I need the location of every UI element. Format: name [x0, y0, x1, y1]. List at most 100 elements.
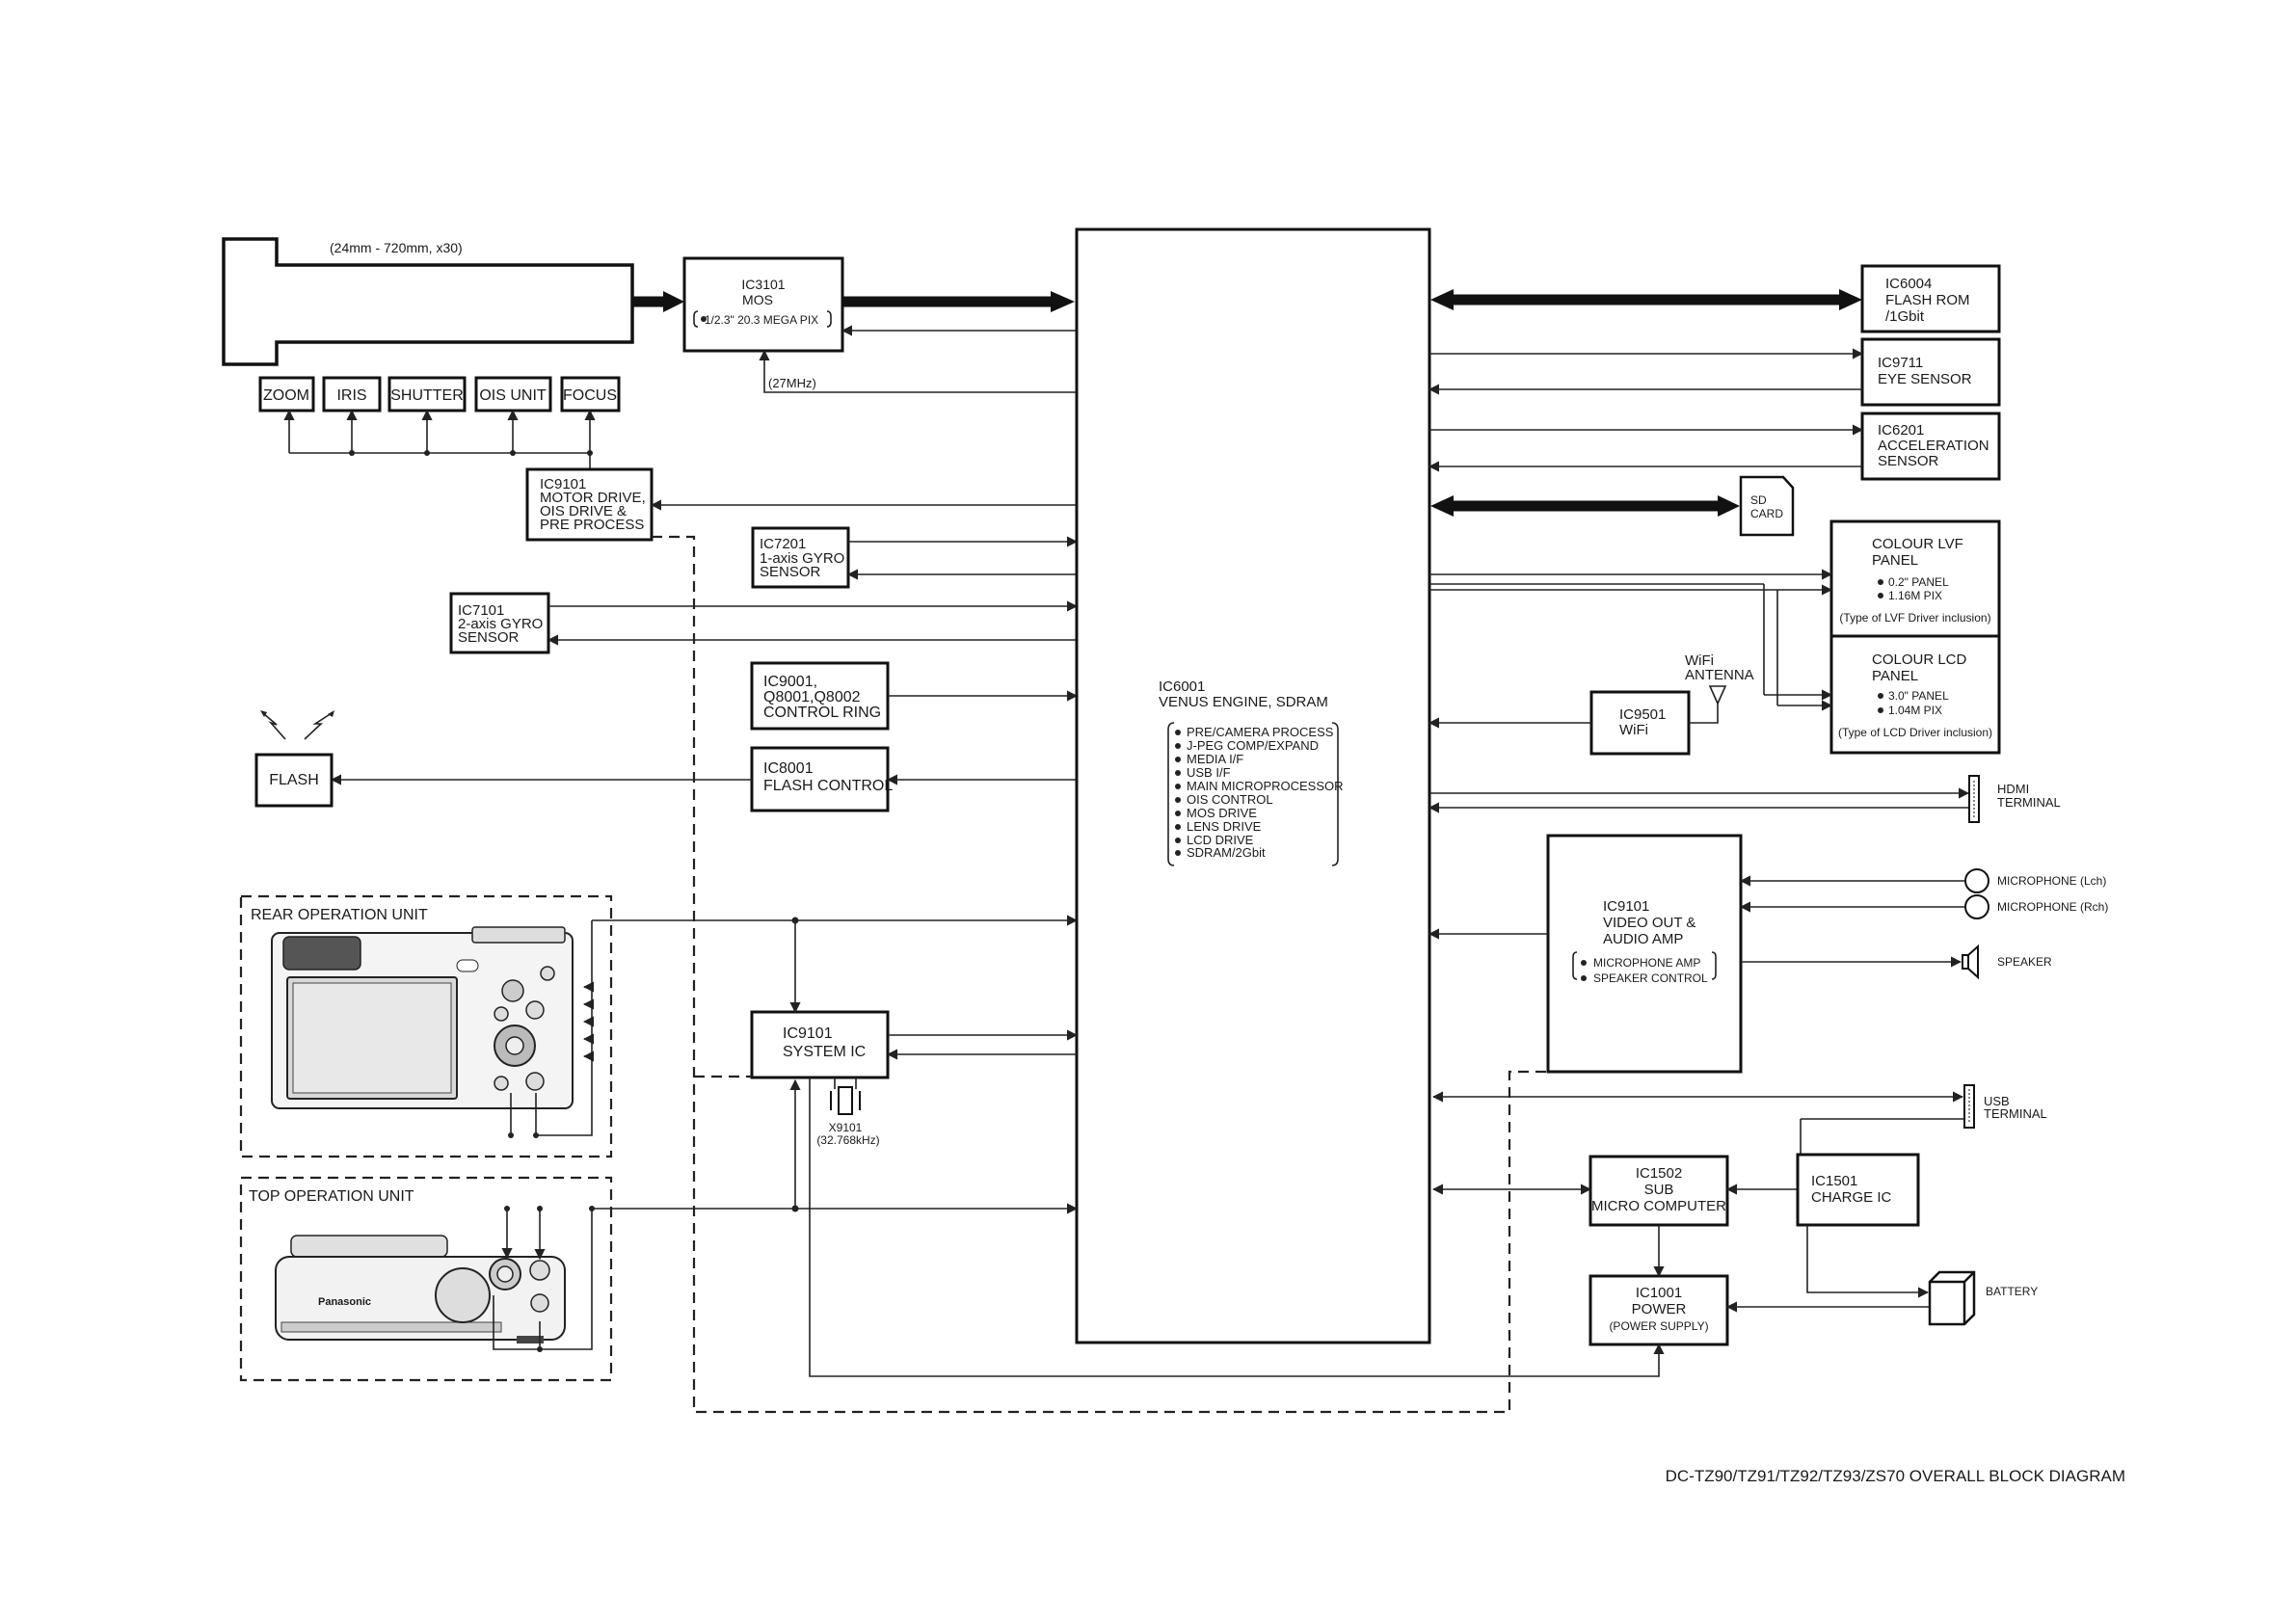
- clock-label: (27MHz): [768, 376, 816, 390]
- antenna-l2: ANTENNA: [1685, 667, 1754, 683]
- lens-unit-shutter: SHUTTER: [387, 376, 467, 412]
- ic3101-name: MOS: [742, 292, 773, 307]
- gyro1-l2: 1-axis GYRO: [760, 550, 844, 567]
- flash-label: FLASH: [269, 772, 319, 788]
- charge-ic-block: IC1501 CHARGE IC: [1796, 1153, 1920, 1227]
- flash-control-block: IC8001 FLASH CONTROL: [750, 746, 893, 812]
- sd-bus-head-right: [1718, 495, 1740, 517]
- battery-icon: [1928, 1270, 1976, 1326]
- top-button-wiring: [493, 1206, 595, 1352]
- system-ic-block: IC9101 SYSTEM IC: [750, 1010, 890, 1079]
- gyro-2axis-block: IC7101 2-axis GYRO SENSOR: [449, 592, 550, 654]
- video-id: IC9101: [1603, 898, 1649, 915]
- gyro2-l2: 2-axis GYRO: [458, 616, 543, 632]
- mic-right: MICROPHONE (Rch): [1739, 894, 2108, 919]
- eye-id: IC9711: [1878, 355, 1923, 371]
- top-operation-unit: TOP OPERATION UNIT Panasonic: [239, 1176, 613, 1382]
- lens-spec: (24mm - 720mm, x30): [330, 240, 463, 255]
- usb-l1: USB: [1984, 1094, 2010, 1108]
- lcd-l2: PANEL: [1872, 668, 1918, 684]
- venus-engine-block: IC6001 VENUS ENGINE, SDRAM PRE/CAMERA PR…: [1075, 227, 1431, 1344]
- flash-rom-block: IC6004 FLASH ROM /1Gbit: [1860, 264, 2001, 333]
- venus-item: MAIN MICROPROCESSOR: [1187, 779, 1344, 793]
- lcd-l4: 1.04M PIX: [1888, 704, 1942, 717]
- accel-id: IC6201: [1878, 422, 1924, 439]
- rear-operation-unit: REAR OPERATION UNIT: [239, 894, 613, 1158]
- rom-l3: /1Gbit: [1885, 308, 1925, 325]
- top-unit-label: TOP OPERATION UNIT: [249, 1188, 414, 1205]
- charge-id: IC1501: [1811, 1173, 1857, 1189]
- sys-l2: SYSTEM IC: [783, 1044, 866, 1060]
- venus-name: VENUS ENGINE, SDRAM: [1159, 694, 1328, 710]
- camera-brand: Panasonic: [318, 1296, 371, 1308]
- rom-l2: FLASH ROM: [1885, 292, 1970, 308]
- lcd-l3: 3.0" PANEL: [1888, 689, 1949, 703]
- crystal-x9101: X9101 (32.768kHz): [816, 1078, 880, 1147]
- crystal-l2: (32.768kHz): [816, 1133, 879, 1147]
- ctrl-ring-id: IC9001,: [763, 674, 817, 690]
- lvf-l3: 0.2" PANEL: [1888, 575, 1949, 589]
- power-l3: (POWER SUPPLY): [1609, 1319, 1708, 1333]
- wifi-antenna-icon: WiFi ANTENNA: [1685, 652, 1754, 724]
- panel-wiring: [1429, 569, 1833, 711]
- eye-l2: EYE SENSOR: [1878, 371, 1972, 387]
- lvf-l5: (Type of LVF Driver inclusion): [1839, 611, 1990, 625]
- sd-bus-head-left: [1430, 495, 1454, 517]
- diagram-title: DC-TZ90/TZ91/TZ92/TZ93/ZS70 OVERALL BLOC…: [1666, 1467, 2125, 1485]
- wifi-block: IC9501 WiFi: [1589, 690, 1691, 756]
- mic-l-label: MICROPHONE (Lch): [1997, 874, 2106, 888]
- venus-item: USB I/F: [1187, 765, 1231, 780]
- rear-button-wiring: [508, 920, 595, 1138]
- hdmi-terminal: HDMI TERMINAL: [1428, 775, 2061, 823]
- lvf-panel-block: COLOUR LVF PANEL 0.2" PANEL 1.16M PIX (T…: [1829, 519, 2001, 638]
- iris-label: IRIS: [336, 387, 366, 404]
- venus-function-list: PRE/CAMERA PROCESS J-PEG COMP/EXPAND MED…: [1175, 725, 1344, 860]
- gyro2-id: IC7101: [458, 602, 504, 619]
- lens-unit-ois: OIS UNIT: [474, 376, 552, 412]
- venus-item: LENS DRIVE: [1187, 819, 1262, 834]
- flash-ctrl-id: IC8001: [763, 760, 814, 777]
- ic3101-spec: 1/2.3" 20.3 MEGA PIX: [705, 313, 818, 327]
- rom-bus-head-right: [1839, 289, 1862, 310]
- lcd-panel-block: COLOUR LCD PANEL 3.0" PANEL 1.04M PIX (T…: [1829, 634, 2001, 755]
- motor-drive-block: IC9101 MOTOR DRIVE, OIS DRIVE & PRE PROC…: [525, 467, 654, 542]
- rear-unit-label: REAR OPERATION UNIT: [251, 907, 428, 923]
- control-ring-block: IC9001, Q8001,Q8002 CONTROL RING: [750, 661, 890, 731]
- video-audio-block: IC9101 VIDEO OUT & AUDIO AMP MICROPHONE …: [1546, 834, 1743, 1074]
- lvf-l4: 1.16M PIX: [1888, 589, 1942, 602]
- crystal-l1: X9101: [829, 1121, 863, 1134]
- video-l5: SPEAKER CONTROL: [1593, 971, 1708, 985]
- speaker-icon: [1962, 944, 1979, 980]
- hdmi-l2: TERMINAL: [1997, 795, 2061, 810]
- lcd-l5: (Type of LCD Driver inclusion): [1838, 726, 1992, 739]
- video-l4: MICROPHONE AMP: [1593, 956, 1700, 970]
- venus-item: PRE/CAMERA PROCESS: [1187, 725, 1334, 739]
- operation-bus: [592, 915, 1665, 1377]
- usb-l2: TERMINAL: [1984, 1106, 2047, 1121]
- video-l3: AUDIO AMP: [1603, 931, 1683, 947]
- wifi-id: IC9501: [1619, 706, 1666, 723]
- venus-item: OIS CONTROL: [1187, 792, 1273, 807]
- mic-left: MICROPHONE (Lch): [1739, 868, 2106, 893]
- mic-r-label: MICROPHONE (Rch): [1997, 900, 2108, 914]
- gyro2-l3: SENSOR: [458, 629, 520, 646]
- venus-item: MOS DRIVE: [1187, 806, 1257, 820]
- antenna-l1: WiFi: [1685, 652, 1714, 669]
- lvf-l1: COLOUR LVF: [1872, 536, 1963, 552]
- sd-card-icon: SD CARD: [1739, 475, 1795, 537]
- motor-l3: OIS DRIVE &: [540, 503, 627, 519]
- accel-l2: ACCELERATION: [1878, 438, 1989, 454]
- lens-unit-focus: FOCUS: [560, 376, 621, 412]
- lens-unit-zoom: ZOOM: [258, 376, 315, 412]
- ic3101-mos-block: IC3101 MOS 1/2.3" 20.3 MEGA PIX: [682, 256, 844, 353]
- power-id: IC1001: [1636, 1285, 1682, 1301]
- ctrl-ring-l2: Q8001,Q8002: [763, 689, 861, 705]
- rom-bus-head-left: [1430, 289, 1454, 310]
- gyro-1axis-block: IC7201 1-axis GYRO SENSOR: [751, 526, 850, 589]
- shutter-label: SHUTTER: [390, 387, 464, 404]
- charge-l2: CHARGE IC: [1811, 1189, 1892, 1206]
- sub-micro-block: IC1502 SUB MICRO COMPUTER: [1589, 1155, 1729, 1227]
- lens-barrel: (24mm - 720mm, x30): [222, 237, 634, 366]
- lcd-l1: COLOUR LCD: [1872, 652, 1967, 668]
